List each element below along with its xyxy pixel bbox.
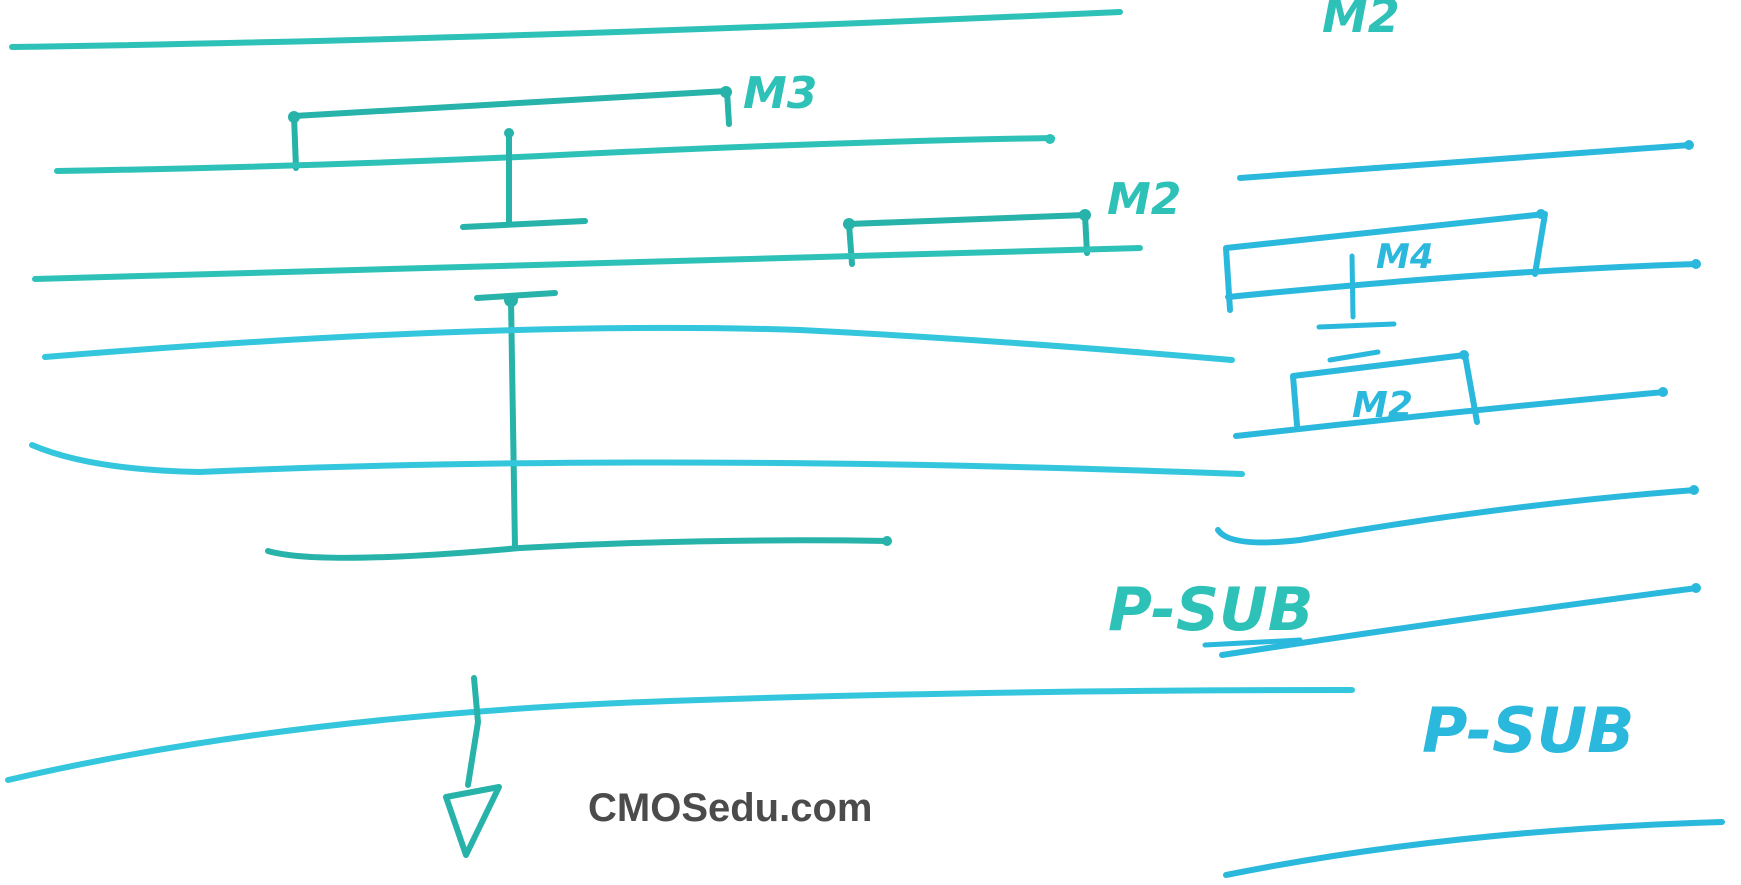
label-psub-left: P-SUB — [1108, 575, 1314, 645]
right-line-5 — [1219, 585, 1700, 658]
label-psub-right: P-SUB — [1422, 694, 1634, 767]
ground-arrow-stem — [465, 675, 481, 788]
right-line-2 — [1225, 261, 1700, 300]
m2-right-bracket — [1290, 352, 1480, 428]
right-via-2 — [1327, 349, 1381, 363]
right-line-3 — [1233, 389, 1667, 439]
watermark: CMOSedu.com — [588, 786, 872, 830]
layer-line-top — [9, 9, 1123, 50]
m2-bracket — [846, 212, 1090, 267]
layer-line-4 — [42, 324, 1235, 363]
layer-line-m1 — [265, 537, 891, 561]
psub-left-underline — [1202, 637, 1303, 648]
right-line-1 — [1237, 142, 1693, 181]
label-m2-mid: M2 — [1107, 174, 1181, 225]
via-m3-m2-foot — [460, 218, 588, 230]
right-via — [1349, 253, 1356, 320]
label-m2-right: M2 — [1352, 385, 1413, 426]
layer-line-m3 — [54, 135, 1055, 174]
m4-bracket — [1223, 211, 1548, 313]
label-m4-right: M4 — [1376, 237, 1434, 277]
layer-line-m2 — [32, 245, 1143, 282]
right-line-4 — [1215, 487, 1698, 546]
via-m2-m1 — [508, 297, 518, 551]
m3-bracket — [291, 88, 732, 171]
ground-arrow-head — [443, 784, 502, 858]
layer-line-5 — [29, 442, 1245, 477]
substrate-line — [5, 687, 1355, 783]
label-m3: M3 — [743, 68, 817, 119]
right-line-6 — [1223, 819, 1725, 878]
label-m2-top: M2 — [1322, 0, 1400, 43]
right-via-foot — [1316, 321, 1397, 330]
